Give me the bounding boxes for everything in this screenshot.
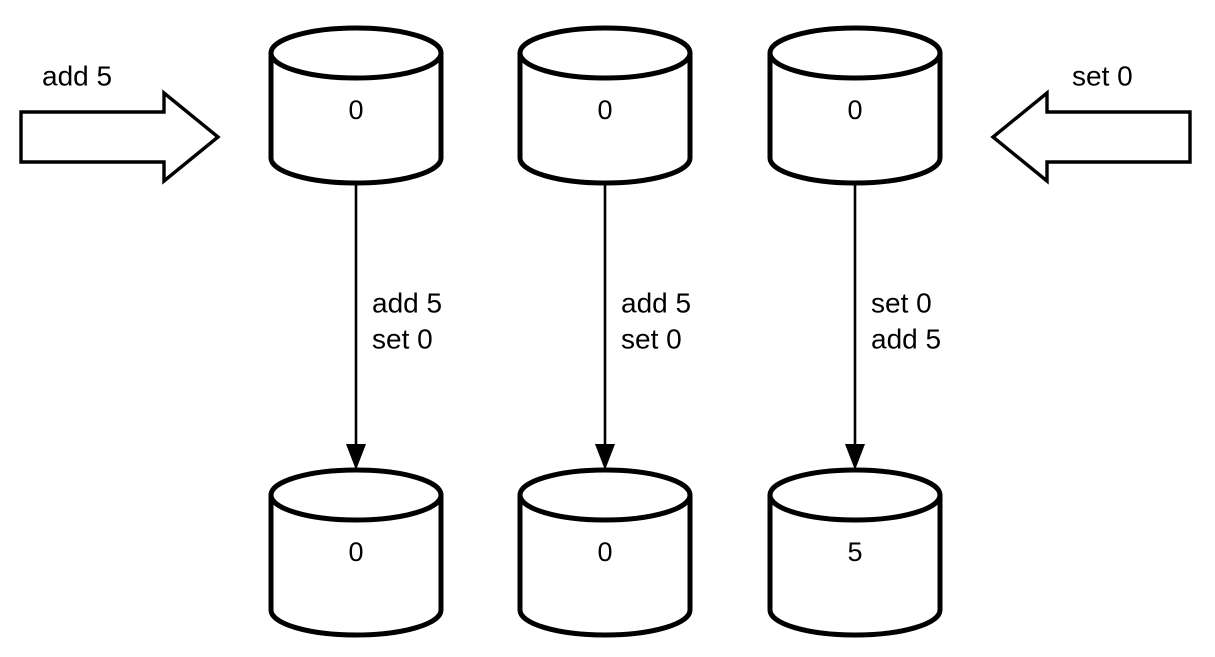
replica-2-operations: add 5 set 0 bbox=[621, 287, 691, 354]
replica-1-operations: add 5 set 0 bbox=[372, 287, 442, 354]
left-client-arrow: add 5 bbox=[19, 60, 221, 185]
replica-2-column: 0 add 5 set 0 0 bbox=[517, 25, 693, 638]
left-client-arrow-shape bbox=[19, 89, 221, 185]
replica-1-bottom-cylinder: 0 bbox=[268, 467, 444, 638]
replica-3-column: 0 set 0 add 5 5 bbox=[767, 25, 943, 638]
replica-3-bottom-value: 5 bbox=[847, 537, 862, 567]
replica-2-operation-1: add 5 bbox=[621, 287, 691, 318]
replica-2-connector bbox=[595, 184, 615, 470]
replica-2-connector-arrowhead bbox=[595, 444, 615, 470]
replica-1-bottom-cylinder-lid bbox=[268, 467, 444, 523]
replica-3-bottom-cylinder: 5 bbox=[767, 467, 943, 638]
replica-3-top-cylinder-lid bbox=[767, 25, 943, 81]
replica-1-operation-1: add 5 bbox=[372, 287, 442, 318]
replica-3-bottom-cylinder-body bbox=[767, 492, 943, 638]
replica-2-bottom-cylinder: 0 bbox=[517, 467, 693, 638]
replica-2-top-cylinder-lid bbox=[517, 25, 693, 81]
replica-1-top-cylinder-lid bbox=[268, 25, 444, 81]
replica-3-top-cylinder-body bbox=[767, 50, 943, 186]
replica-3-operation-2: add 5 bbox=[871, 323, 941, 354]
replica-1-operation-2: set 0 bbox=[372, 323, 433, 354]
replica-2-top-cylinder: 0 bbox=[517, 25, 693, 186]
replica-2-top-cylinder-body bbox=[517, 50, 693, 186]
replica-3-top-cylinder: 0 bbox=[767, 25, 943, 186]
left-client-arrow-label: add 5 bbox=[42, 60, 112, 91]
replica-3-operation-1: set 0 bbox=[871, 287, 932, 318]
replica-1-bottom-cylinder-body bbox=[268, 492, 444, 638]
replica-1-connector bbox=[346, 184, 366, 470]
replica-3-bottom-cylinder-lid bbox=[767, 467, 943, 523]
replica-1-bottom-value: 0 bbox=[348, 537, 363, 567]
replica-2-top-value: 0 bbox=[597, 95, 612, 125]
replica-1-top-cylinder-body bbox=[268, 50, 444, 186]
replica-2-bottom-cylinder-lid bbox=[517, 467, 693, 523]
replica-1-top-cylinder: 0 bbox=[268, 25, 444, 186]
replica-3-top-value: 0 bbox=[847, 95, 862, 125]
replica-3-connector-arrowhead bbox=[845, 444, 865, 470]
right-client-arrow-label: set 0 bbox=[1072, 60, 1133, 91]
replica-1-top-value: 0 bbox=[348, 95, 363, 125]
replica-1-connector-arrowhead bbox=[346, 444, 366, 470]
replica-2-bottom-value: 0 bbox=[597, 537, 612, 567]
replica-2-operation-2: set 0 bbox=[621, 323, 682, 354]
replica-1-column: 0 add 5 set 0 0 bbox=[268, 25, 444, 638]
replica-3-connector bbox=[845, 184, 865, 470]
replica-3-operations: set 0 add 5 bbox=[871, 287, 941, 354]
right-client-arrow: set 0 bbox=[990, 60, 1192, 185]
replica-2-bottom-cylinder-body bbox=[517, 492, 693, 638]
right-client-arrow-shape bbox=[990, 89, 1192, 185]
